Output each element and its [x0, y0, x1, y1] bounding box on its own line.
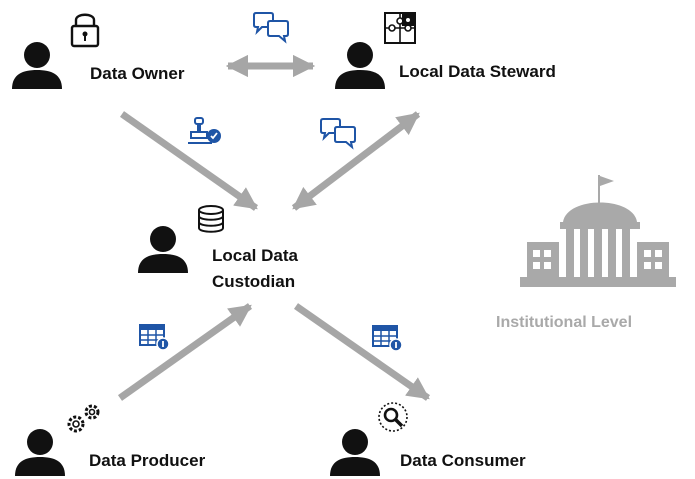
institution-building-icon — [520, 175, 676, 287]
local-data-custodian-label-line2: Custodian — [212, 272, 296, 291]
gears-icon — [67, 404, 100, 433]
padlock-icon — [70, 13, 100, 48]
speech-bubbles-icon — [320, 118, 356, 150]
stamp-icon — [188, 117, 221, 144]
local-data-custodian-label-line1: Local Data — [212, 246, 298, 265]
magnifier-icon — [378, 402, 408, 432]
data-producer-person-icon — [15, 429, 65, 476]
arrow-custodian-consumer — [293, 303, 431, 401]
data-consumer-person-icon — [330, 429, 380, 476]
speech-bubbles-icon — [253, 12, 289, 44]
data-owner-label: Data Owner — [90, 64, 185, 83]
arrow-owner-custodian — [119, 111, 259, 211]
data-custodian-person-icon — [138, 226, 188, 273]
arrow-steward-custodian — [291, 111, 421, 211]
local-data-steward-label: Local Data Steward — [399, 62, 556, 81]
data-consumer-label: Data Consumer — [400, 451, 526, 470]
puzzle-icon — [384, 12, 416, 44]
arrow-producer-custodian — [117, 303, 253, 401]
data-owner-person-icon — [12, 42, 62, 89]
spreadsheet-icon — [139, 324, 170, 351]
data-steward-person-icon — [335, 42, 385, 89]
spreadsheet-icon — [372, 325, 403, 352]
database-icon — [198, 205, 224, 233]
institutional-level-label: Institutional Level — [496, 314, 633, 331]
data-producer-label: Data Producer — [89, 451, 206, 470]
